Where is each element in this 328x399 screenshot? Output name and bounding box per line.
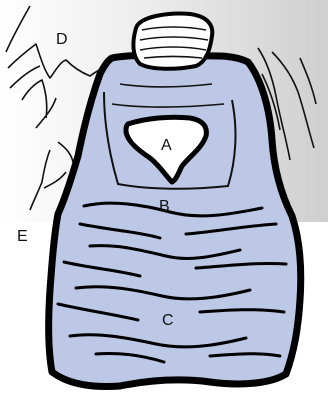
main-body-region <box>49 56 301 387</box>
top-cap <box>133 14 212 69</box>
label-d: D <box>56 31 68 48</box>
label-a: A <box>161 137 172 154</box>
label-e: E <box>17 228 28 245</box>
label-c: C <box>162 312 174 329</box>
label-b: B <box>159 198 170 215</box>
